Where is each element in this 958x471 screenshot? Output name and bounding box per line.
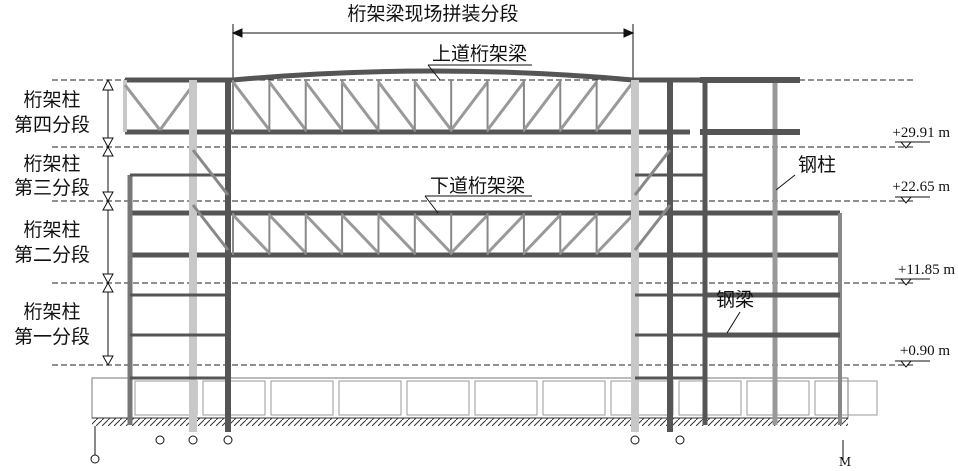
elevation-29-91: +29.91 m <box>892 125 950 141</box>
steel-column-label: 钢柱 <box>798 154 836 176</box>
elevation-markers <box>895 141 930 368</box>
segment-labels: 桁架柱 第四分段 桁架柱 第三分段 桁架柱 第二分段 桁架柱 第一分段 <box>14 89 90 348</box>
upper-truss-diagonal <box>559 81 598 131</box>
assembly-dimension <box>231 24 635 80</box>
upper-truss-diagonal <box>340 81 380 131</box>
upper-truss-diagonal <box>486 81 526 131</box>
structural-members <box>123 68 842 432</box>
upper-truss-diagonal <box>595 81 635 131</box>
column-brace <box>633 149 672 196</box>
foundation-cell <box>270 380 334 416</box>
foundation-cell <box>202 380 266 416</box>
upper-truss-top-chord <box>125 68 700 83</box>
callout-leaders <box>424 64 796 334</box>
segment-4-line1: 桁架柱 <box>23 89 80 111</box>
upper-truss-diagonal <box>123 84 162 131</box>
foundation-cell <box>814 380 878 416</box>
column-brace <box>191 204 230 251</box>
elevation-11-85: +11.85 m <box>898 262 955 278</box>
foundation <box>91 377 878 426</box>
lower-truss-diagonal <box>522 213 562 255</box>
segment-dimension <box>102 78 114 367</box>
upper-truss-diagonal <box>304 81 344 131</box>
foundation-cell <box>610 380 674 416</box>
axis-label-m: M <box>839 455 851 469</box>
segment-2-line2: 第二分段 <box>14 244 90 266</box>
foundation-cell <box>678 380 742 416</box>
lower-truss-label: 下道桁架梁 <box>430 175 525 197</box>
lower-truss-diagonal <box>595 213 635 255</box>
upper-truss-diagonal <box>449 81 489 131</box>
lower-truss-diagonal <box>377 213 416 255</box>
segment-4-line2: 第四分段 <box>14 114 90 136</box>
segment-3-line2: 第三分段 <box>14 177 90 199</box>
diagram-title: 桁架梁现场拼装分段 <box>347 3 518 25</box>
upper-truss-label: 上道桁架梁 <box>432 43 527 65</box>
elevation-22-65: +22.65 m <box>892 179 950 195</box>
lower-truss-diagonal <box>304 213 344 255</box>
upper-truss-diagonal <box>268 81 307 131</box>
foundation-cell <box>474 380 538 416</box>
lower-truss-diagonal <box>450 213 489 255</box>
upper-truss-diagonal <box>522 81 562 131</box>
foundation-cell <box>542 380 606 416</box>
lower-truss-diagonal <box>231 213 271 255</box>
lower-truss-diagonal <box>268 213 307 255</box>
segment-3-line1: 桁架柱 <box>23 153 80 175</box>
foundation-cell <box>746 380 810 416</box>
lower-truss-diagonal <box>413 213 453 255</box>
segment-1-line1: 桁架柱 <box>23 301 80 323</box>
level-lines <box>52 79 915 366</box>
column-brace <box>191 149 230 196</box>
segment-2-line1: 桁架柱 <box>23 219 80 241</box>
elevation-0-90: +0.90 m <box>900 343 950 359</box>
column-brace <box>633 204 672 251</box>
upper-truss-diagonal <box>231 81 271 131</box>
upper-truss-diagonal <box>413 81 453 131</box>
axis-markers <box>90 426 844 464</box>
lower-truss-diagonal <box>559 213 598 255</box>
lower-truss-diagonal <box>486 213 525 255</box>
upper-truss-diagonal <box>377 81 417 131</box>
foundation-cell <box>338 380 402 416</box>
lower-truss-diagonal <box>341 213 380 255</box>
upper-truss-diagonal <box>158 84 195 131</box>
foundation-cell <box>134 380 198 416</box>
steel-beam-label: 钢梁 <box>716 289 754 311</box>
foundation-cell <box>406 380 470 416</box>
segment-1-line2: 第一分段 <box>14 326 90 348</box>
